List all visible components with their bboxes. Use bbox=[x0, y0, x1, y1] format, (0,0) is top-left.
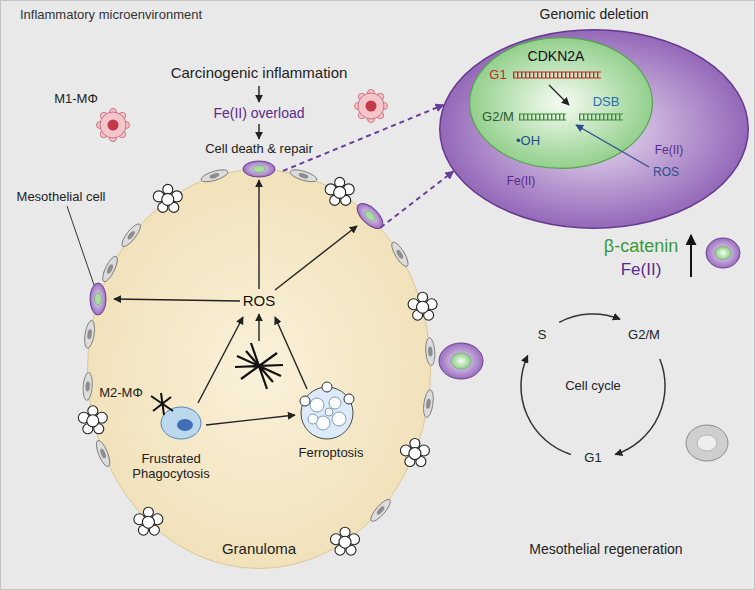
panel-heading-box: Genomic deletion bbox=[540, 6, 649, 22]
granuloma-region: ROS Granuloma bbox=[87, 169, 431, 569]
process-label-box: Cell death & repair bbox=[205, 142, 313, 157]
cell-cycle-arc bbox=[521, 356, 571, 455]
nucleus-outline: CDKN2A G1G2/M DSB •OH bbox=[469, 37, 653, 169]
ros-label-box: ROS bbox=[243, 292, 276, 309]
flow-arrow bbox=[258, 86, 259, 102]
cell-outline: CDKN2AG1G2/MDSB•OHGenomic deletion bbox=[439, 29, 749, 229]
process-label: Cell death & repair bbox=[205, 142, 313, 157]
cell-type-label: M1-MΦ bbox=[54, 92, 98, 107]
increase-arrow bbox=[690, 235, 692, 277]
process-label: Frustrated Phagocytosis bbox=[123, 452, 219, 482]
cell-type-label-box: Mesothelial cell bbox=[17, 190, 106, 205]
cell-cycle-arc bbox=[559, 314, 620, 322]
cell-type-label: M2-MΦ bbox=[99, 386, 143, 401]
macrophage-m1 bbox=[355, 90, 388, 123]
macrophage-m1 bbox=[97, 90, 388, 142]
iron-label: Fe(II) overload bbox=[213, 105, 304, 121]
cell-cycle-arc bbox=[615, 359, 665, 455]
phase-label: G1 bbox=[584, 451, 601, 466]
panel-heading: Genomic deletion bbox=[540, 6, 649, 22]
process-label-box: Frustrated Phagocytosis bbox=[123, 452, 219, 482]
cell-type-label-box: M2-MΦ bbox=[99, 386, 143, 401]
gene-label-box: CDKN2A bbox=[528, 48, 585, 64]
panel-heading-box: Inflammatory microenvironment bbox=[20, 8, 202, 23]
ros-label: ROS bbox=[243, 292, 276, 309]
region-title: Granuloma bbox=[222, 540, 296, 557]
protein-label: β-catenin bbox=[604, 236, 678, 257]
iron-label: Fe(II) bbox=[655, 144, 684, 158]
cell-type-label: Mesothelial cell bbox=[17, 190, 106, 205]
cell-cycle-arc bbox=[521, 314, 665, 454]
dashed-arrow bbox=[381, 171, 454, 227]
dashed-arrow bbox=[283, 105, 444, 171]
panel-heading-box: Mesothelial regeneration bbox=[529, 541, 682, 557]
iron-label-box: Fe(II) bbox=[655, 144, 684, 158]
regenerating-cell bbox=[715, 247, 731, 260]
regenerating-cell bbox=[686, 425, 728, 461]
process-label-box: Carcinogenic inflammation bbox=[171, 64, 348, 81]
dsb-label: DSB bbox=[593, 95, 620, 110]
panel-heading: Mesothelial regeneration bbox=[529, 541, 682, 557]
phase-label: G2/M bbox=[628, 328, 660, 343]
dsb-label-box: DSB bbox=[593, 95, 620, 110]
iron-label: Fe(II) bbox=[621, 260, 662, 280]
nucleus-outline-ellipse bbox=[470, 38, 653, 169]
panel-heading: Inflammatory microenvironment bbox=[20, 8, 202, 23]
phase-label: S bbox=[538, 328, 547, 343]
macrophage-m1 bbox=[97, 109, 130, 142]
regenerating-cell bbox=[697, 435, 717, 451]
process-label: Ferroptosis bbox=[298, 446, 363, 461]
ros-label: ROS bbox=[653, 166, 679, 180]
phase-label-box: G2/M bbox=[482, 110, 514, 125]
gene-label: CDKN2A bbox=[528, 48, 585, 64]
cycle-title-box: Cell cycle bbox=[565, 379, 621, 394]
cell-outline-ellipse bbox=[440, 30, 749, 229]
flow-arrow bbox=[258, 124, 259, 139]
regenerating-cell bbox=[706, 238, 740, 268]
cell-type-label-box: M1-MΦ bbox=[54, 92, 98, 107]
radical-label: •OH bbox=[516, 134, 540, 149]
phase-label-box: G2/M bbox=[628, 328, 660, 343]
leader-line bbox=[67, 206, 94, 285]
regenerating-cell bbox=[451, 353, 471, 369]
iron-label: Fe(II) bbox=[507, 175, 536, 189]
cell-outline-shape bbox=[439, 29, 749, 229]
phase-label-box: G1 bbox=[489, 68, 506, 83]
phase-label-box: G1 bbox=[584, 451, 601, 466]
phase-label: G2/M bbox=[482, 110, 514, 125]
cycle-title: Cell cycle bbox=[565, 379, 621, 394]
granuloma-region-shape bbox=[87, 169, 431, 569]
regenerating-cell bbox=[439, 238, 740, 461]
iron-label-box: Fe(II) bbox=[507, 175, 536, 189]
protein-label-box: β-catenin bbox=[604, 236, 678, 257]
region-title-box: Granuloma bbox=[222, 540, 296, 557]
regenerating-cell bbox=[439, 343, 483, 379]
process-label-box: Ferroptosis bbox=[298, 446, 363, 461]
granuloma-region-ellipse bbox=[88, 170, 431, 569]
phase-label: G1 bbox=[489, 68, 506, 83]
ros-label-box: ROS bbox=[653, 166, 679, 180]
radical-label-box: •OH bbox=[516, 134, 540, 149]
iron-label-box: Fe(II) bbox=[621, 260, 662, 280]
iron-label-box: Fe(II) overload bbox=[213, 105, 304, 121]
process-label: Carcinogenic inflammation bbox=[171, 64, 348, 81]
phase-label-box: S bbox=[538, 328, 547, 343]
